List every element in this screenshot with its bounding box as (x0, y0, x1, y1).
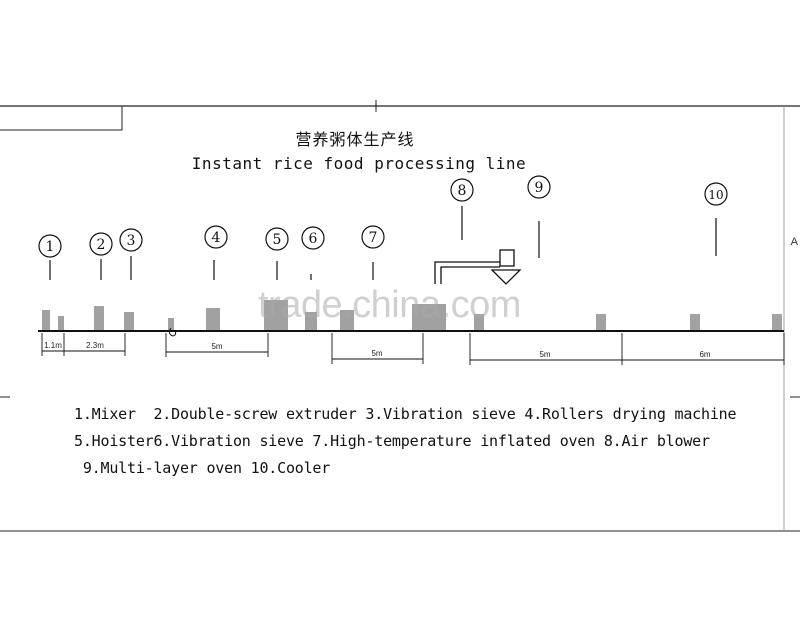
station-balloon-4 (204, 225, 228, 249)
equipment-multilayer-mid (596, 314, 606, 330)
station-balloon-3 (119, 228, 143, 252)
station-number-6: 6 (309, 231, 318, 247)
station-leader-lines (49, 206, 717, 280)
equipment-mixer (42, 310, 50, 330)
dimension-labels: 1.1m 2.3m 5m 5m 5m 6m (44, 341, 711, 359)
station-number-10: 10 (708, 188, 723, 202)
station-balloon-10 (704, 182, 728, 206)
station-balloon-5 (265, 227, 289, 251)
dimension-label-4: 5m (371, 349, 382, 358)
equipment-multilayer-entry (474, 314, 484, 330)
equipment-hoister (264, 300, 288, 330)
station-balloon-2 (89, 232, 113, 256)
station-number-4: 4 (212, 230, 221, 246)
equipment-mixer-motor (58, 316, 64, 330)
dimension-label-6: 6m (699, 350, 710, 359)
equipment-roller-feed (168, 318, 174, 330)
station-number-5: 5 (273, 232, 282, 248)
dimension-label-3: 5m (211, 342, 222, 351)
equipment-roller-dryer (206, 308, 220, 330)
dimension-label-1: 1.1m (44, 341, 62, 350)
air-blower-duct (434, 249, 522, 285)
station-number-1: 1 (46, 239, 55, 255)
equipment-oven-block (412, 304, 446, 330)
legend-line-2: 5.Hoister6.Vibration sieve 7.High-temper… (74, 432, 710, 450)
equipment-silhouettes (42, 300, 782, 330)
frame-edge-mark: A (790, 236, 798, 248)
equipment-inflated-oven (340, 310, 354, 330)
equipment-extruder (94, 306, 104, 330)
station-balloon-9 (527, 175, 551, 199)
station-balloon-6 (301, 226, 325, 250)
station-balloon-8 (450, 178, 474, 202)
title-block-corner (0, 106, 123, 131)
station-number-7: 7 (369, 230, 378, 246)
station-number-8: 8 (458, 183, 467, 199)
roller-inlet-hook (168, 327, 177, 337)
equipment-sieve-1 (124, 312, 134, 330)
equipment-cooler-a (690, 314, 700, 330)
station-number-9: 9 (535, 180, 544, 196)
watermark: trade.china.com (258, 284, 521, 326)
title-chinese: 营养粥体生产线 (295, 130, 415, 149)
equipment-cooler-b (772, 314, 782, 330)
equipment-sieve-2 (305, 312, 317, 330)
station-balloon-7 (361, 225, 385, 249)
dimension-label-2: 2.3m (86, 341, 104, 350)
legend-line-3: 9.Multi-layer oven 10.Cooler (74, 459, 331, 477)
title-english: Instant rice food processing line (191, 154, 527, 173)
station-number-3: 3 (127, 233, 136, 249)
legend-line-1: 1.Mixer 2.Double-screw extruder 3.Vibrat… (74, 405, 737, 423)
station-balloons: 1 2 3 4 5 6 7 8 9 10 (38, 175, 728, 258)
station-number-2: 2 (97, 237, 106, 253)
station-balloon-1 (38, 234, 62, 258)
dimension-lines (41, 333, 785, 365)
dimension-label-5: 5m (539, 350, 550, 359)
